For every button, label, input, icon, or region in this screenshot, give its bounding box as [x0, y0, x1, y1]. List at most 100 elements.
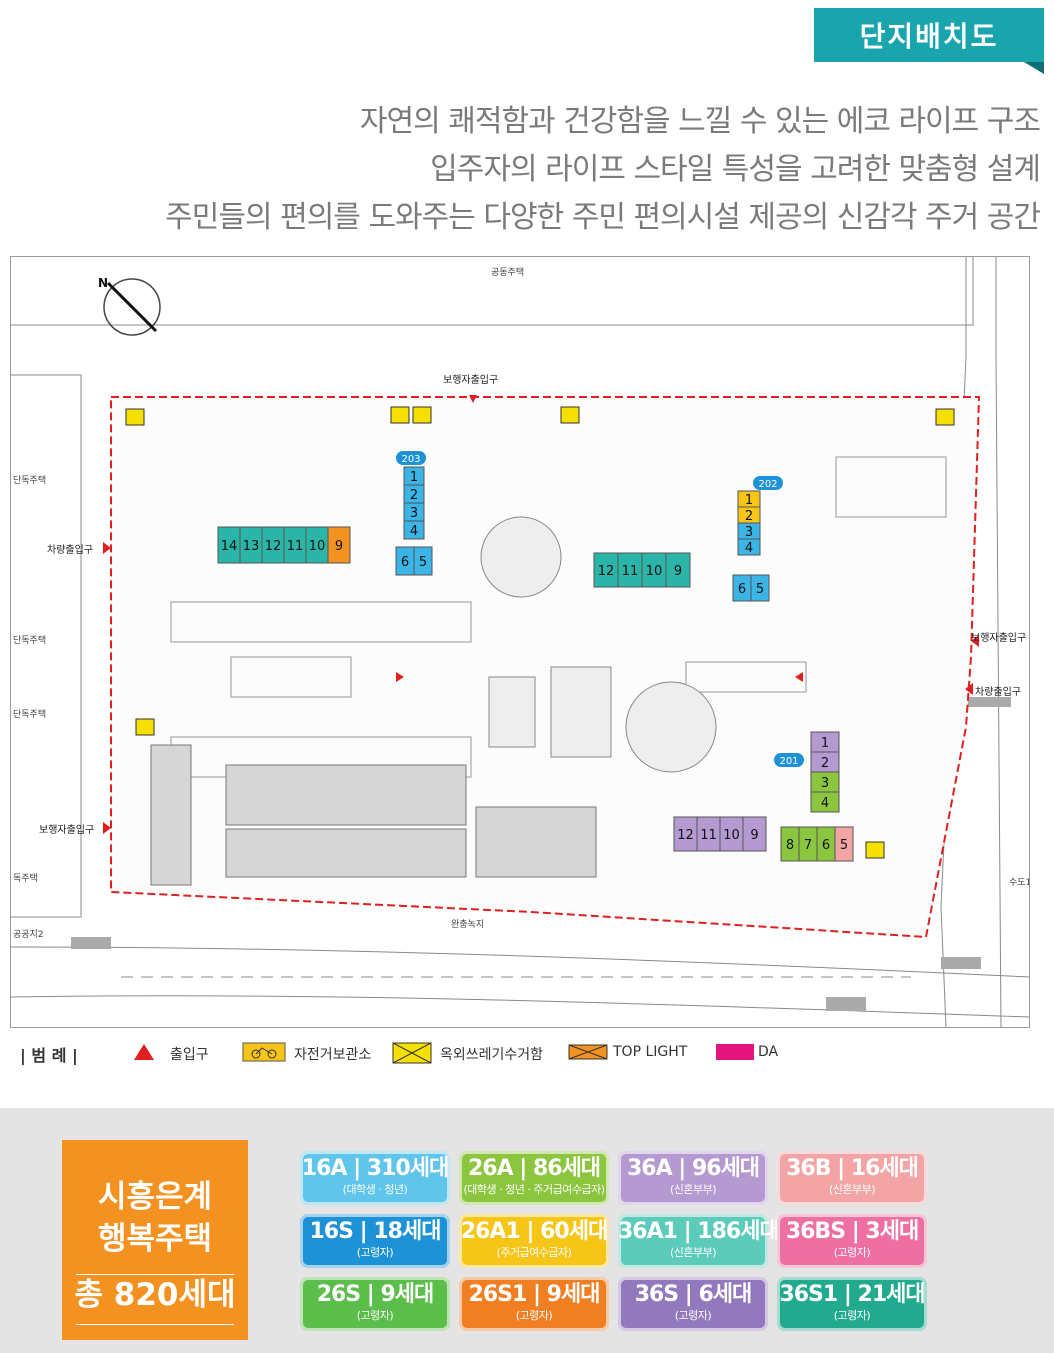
svg-text:203: 203 — [401, 454, 420, 465]
complex-name-1: 시흥은계 — [97, 1179, 213, 1215]
unit-type-badge: 36S1 | 21세대(고령자) — [777, 1277, 927, 1331]
label-house-2: 단독주택 — [13, 635, 46, 646]
unit-type-badge: 36BS | 3세대 (고령자) — [777, 1214, 927, 1268]
unit-block — [750, 574, 770, 602]
unit-type-target: (주거급여수급자) — [496, 1246, 572, 1259]
entrance-markers — [103, 395, 979, 834]
unit-label: 1 — [745, 493, 753, 508]
unit-block — [593, 552, 619, 588]
unit-label: 12 — [598, 564, 615, 579]
unit-type-count: 26S1 | 9세대 — [468, 1282, 601, 1307]
unit-label: 1 — [410, 470, 418, 485]
unit-label: 2 — [821, 756, 829, 771]
unit-label: 5 — [840, 838, 848, 853]
unit-label: 7 — [804, 838, 812, 853]
unit-type-badge: 36B | 16세대(신혼부부) — [777, 1151, 927, 1205]
unit-block — [327, 526, 351, 564]
label-ped-top: 보행자출입구 — [443, 373, 498, 386]
unit-label: 1 — [821, 736, 829, 751]
unit-label: 11 — [622, 564, 639, 579]
legend-da: DA — [758, 1044, 779, 1060]
unit-type-count: 26S | 9세대 — [316, 1282, 435, 1307]
unit-type-badge: 36S | 6세대(고령자) — [618, 1277, 768, 1331]
unit-type-count: 16S | 18세대 — [309, 1219, 442, 1244]
complex-name-2: 행복주택 — [97, 1221, 213, 1257]
unit-label: 3 — [821, 776, 829, 791]
label-house-4: 독주택 — [13, 873, 38, 884]
unit-label: 9 — [674, 564, 682, 579]
unit-type-target: (대학생 · 청년 · 주거급여수급자) — [463, 1183, 605, 1196]
unit-block — [403, 520, 425, 540]
unit-type-badge: 16S | 18세대(고령자) — [300, 1214, 450, 1268]
unit-label: 6 — [401, 555, 409, 570]
unit-block — [641, 552, 667, 588]
badge-203: 203 — [396, 451, 426, 465]
label-vehicle-left: 차량출입구 — [47, 543, 93, 556]
unit-type-target: (신혼부부) — [669, 1246, 717, 1259]
divider-bottom — [76, 1324, 234, 1325]
waste-bins — [125, 406, 955, 859]
unit-block — [742, 816, 767, 852]
unit-type-count: 36A1 | 186세대 — [618, 1219, 780, 1244]
svg-text:N: N — [98, 276, 108, 290]
unit-label: 10 — [723, 828, 740, 843]
unit-type-target: (고령자) — [515, 1309, 553, 1322]
unit-type-badge: 26A1 | 60세대(주거급여수급자) — [459, 1214, 609, 1268]
legend-waste: 옥외쓰레기수거함 — [440, 1047, 544, 1063]
total-units: 총 820세대 — [74, 1277, 236, 1313]
label-public-land: 공공지2 — [13, 929, 44, 940]
unit-type-target: (고령자) — [356, 1309, 394, 1322]
unit-label: 3 — [410, 506, 418, 521]
unit-type-count: 36A | 96세대 — [626, 1156, 760, 1181]
unit-type-badge: 36A | 96세대(신혼부부) — [618, 1151, 768, 1205]
unit-block — [665, 552, 691, 588]
unit-type-badge: 26A | 86세대 (대학생 · 청년 · 주거급여수급자) — [459, 1151, 609, 1205]
svg-text:202: 202 — [758, 479, 777, 490]
unit-label: 4 — [745, 541, 753, 556]
unit-label: 11 — [700, 828, 717, 843]
unit-label: 10 — [309, 539, 326, 554]
label-house-1: 단독주택 — [13, 475, 46, 486]
unit-label: 2 — [745, 509, 753, 524]
unit-block — [834, 826, 854, 862]
facility-areas — [480, 516, 717, 773]
unit-type-badge: 16A | 310세대 (대학생 · 청년) — [300, 1151, 450, 1205]
unit-label: 4 — [410, 524, 418, 539]
waste-bin-icon — [392, 1042, 432, 1068]
badge-201: 201 — [774, 753, 804, 767]
unit-block — [810, 791, 840, 813]
unit-type-target: (대학생 · 청년) — [342, 1183, 408, 1196]
label-top-housing: 공동주택 — [491, 267, 524, 278]
unit-type-count: 16A | 310세대 — [301, 1156, 449, 1181]
unit-type-count: 36BS | 3세대 — [785, 1219, 919, 1244]
north-arrow-icon: N — [98, 276, 161, 336]
unit-block — [617, 552, 643, 588]
unit-label: 8 — [786, 838, 794, 853]
unit-label: 3 — [745, 525, 753, 540]
divider-top — [76, 1274, 234, 1275]
unit-label: 5 — [419, 555, 427, 570]
unit-type-badge: 36A1 | 186세대 (신혼부부) — [618, 1214, 780, 1268]
badge-202: 202 — [753, 476, 783, 490]
unit-label: 12 — [677, 828, 694, 843]
complex-summary: 시흥은계 행복주택 총 820세대 — [62, 1140, 248, 1340]
unit-type-badge: 26S1 | 9세대 (고령자) — [459, 1277, 609, 1331]
legend-title: | 범 례 | — [20, 1046, 78, 1065]
unit-block — [737, 538, 761, 556]
unit-type-count: 26A | 86세대 — [467, 1156, 601, 1181]
da-icon — [716, 1044, 754, 1064]
label-ped-left: 보행자출입구 — [39, 823, 94, 836]
svg-text:201: 201 — [779, 756, 798, 767]
unit-type-target: (신혼부부) — [828, 1183, 876, 1196]
tagline-2: 입주자의 라이프 스타일 특성을 고려한 맞춤형 설계 — [430, 152, 1041, 187]
unit-type-count: 36S1 | 21세대 — [779, 1282, 925, 1307]
label-road: 수도1 — [1009, 877, 1030, 888]
underground-structures — [150, 744, 597, 886]
unit-label: 6 — [822, 838, 830, 853]
unit-type-target: (고령자) — [833, 1246, 871, 1259]
section-badge: 단지배치도 — [814, 8, 1044, 62]
